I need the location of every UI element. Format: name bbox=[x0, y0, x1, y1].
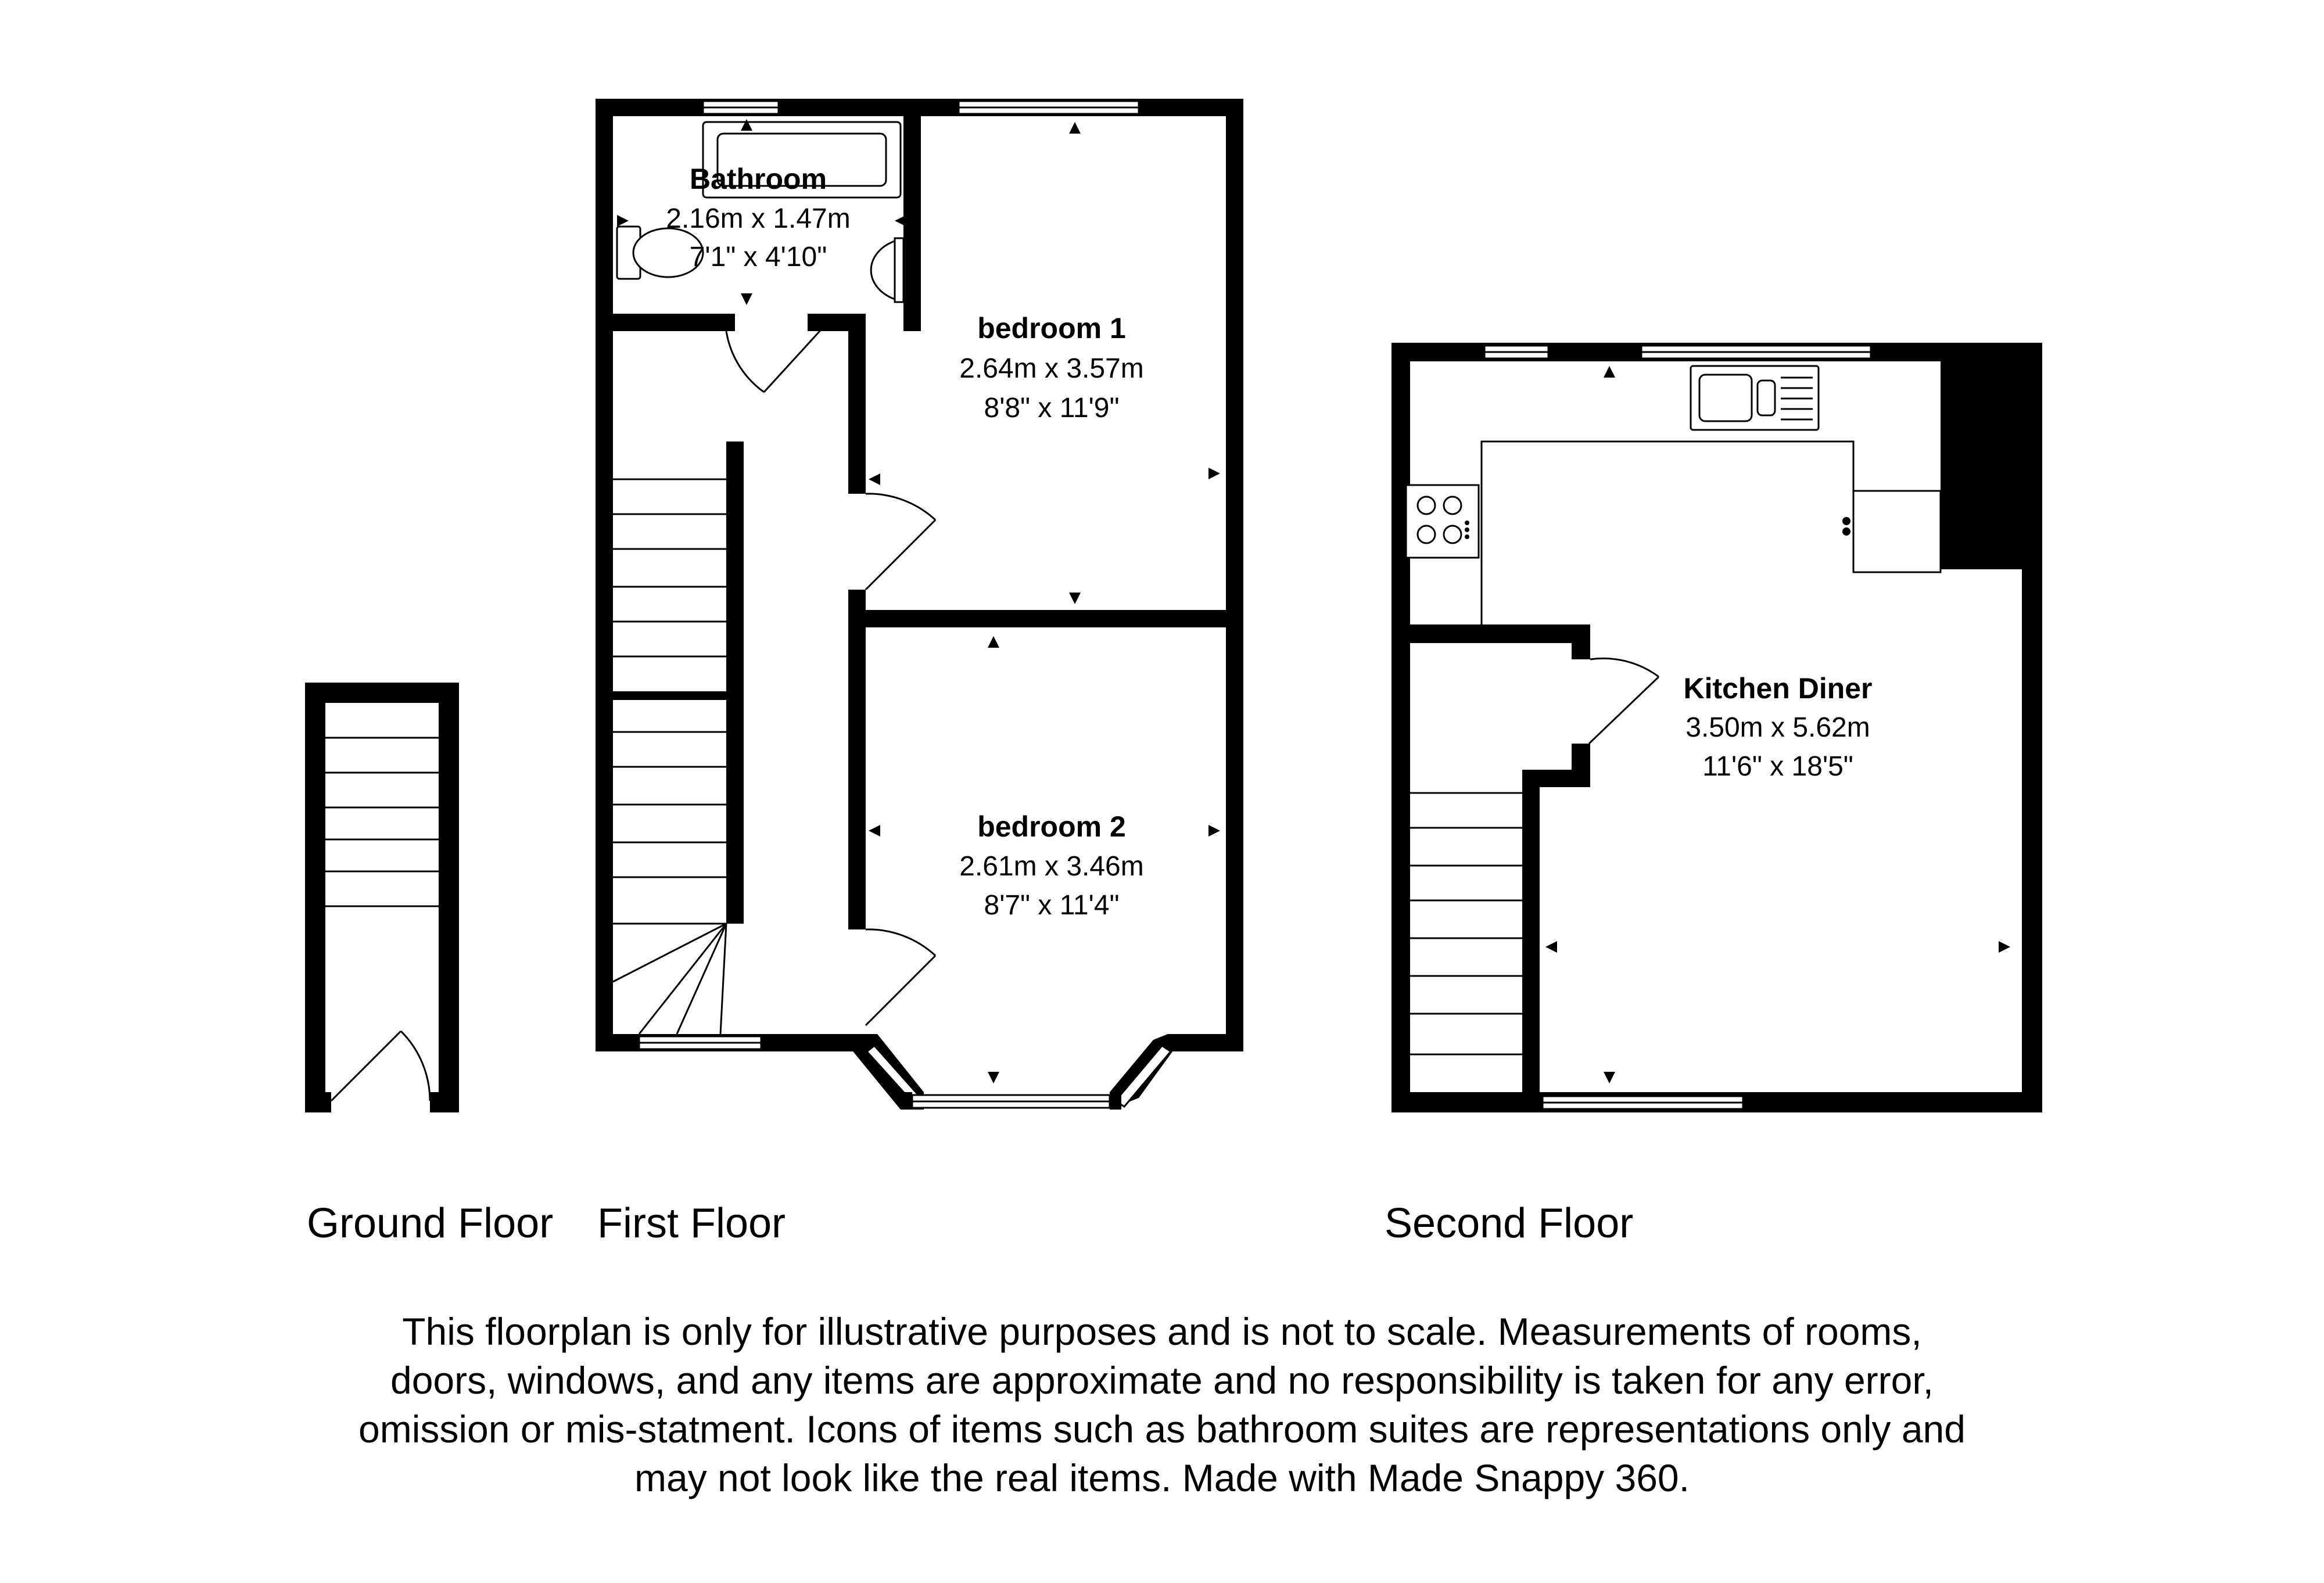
kitchen-sink-icon bbox=[1690, 365, 1820, 431]
second-floor-stairs bbox=[1410, 792, 1522, 1056]
bath-icon bbox=[702, 121, 902, 199]
bathroom-imperial: 7'1" x 4'10" bbox=[690, 242, 827, 272]
bedroom1-door bbox=[865, 493, 937, 591]
ground-floor-label: Ground Floor bbox=[307, 1200, 553, 1247]
boiler-taps-icon bbox=[1842, 517, 1850, 536]
first-floor-label: First Floor bbox=[597, 1200, 786, 1247]
kitchen-worktop bbox=[1480, 440, 1942, 624]
ground-floor-stairs bbox=[325, 737, 439, 907]
ground-floor-plan bbox=[305, 683, 459, 1112]
kitchen-door bbox=[1588, 657, 1660, 745]
first-floor-stairs bbox=[612, 478, 727, 1035]
bedroom2-imperial: 8'7" x 11'4" bbox=[984, 890, 1120, 921]
ground-floor-door bbox=[330, 1030, 431, 1102]
bedroom2-metric: 2.61m x 3.46m bbox=[959, 851, 1143, 882]
kitchen-name: Kitchen Diner bbox=[1683, 672, 1872, 705]
room-extent-arrows bbox=[617, 119, 1220, 1083]
bedroom1-name: bedroom 1 bbox=[977, 312, 1126, 344]
bedroom1-imperial: 8'8" x 11'9" bbox=[984, 393, 1120, 423]
bathroom-metric: 2.16m x 1.47m bbox=[666, 203, 850, 234]
kitchen-imperial: 11'6" x 18'5" bbox=[1702, 751, 1853, 782]
hob-icon bbox=[1405, 484, 1480, 559]
bathroom-door bbox=[725, 324, 826, 393]
bathroom-name: Bathroom bbox=[690, 163, 827, 195]
second-floor-plan: Kitchen Diner 3.50m x 5.62m 11'6" x 18'5… bbox=[1391, 343, 2042, 1112]
disclaimer-text: This floorplan is only for illustrative … bbox=[358, 1310, 1966, 1499]
second-floor-label: Second Floor bbox=[1385, 1200, 1633, 1247]
kitchen-extent-arrows bbox=[1545, 366, 2010, 1083]
bedroom2-door bbox=[865, 928, 937, 1026]
bedroom1-metric: 2.64m x 3.57m bbox=[959, 353, 1143, 384]
kitchen-metric: 3.50m x 5.62m bbox=[1685, 712, 1870, 743]
toilet-icon bbox=[616, 225, 704, 280]
sink-icon bbox=[870, 237, 905, 303]
bedroom2-name: bedroom 2 bbox=[977, 810, 1126, 843]
first-floor-plan: Bathroom 2.16m x 1.47m 7'1" x 4'10" bedr… bbox=[596, 99, 1243, 1110]
